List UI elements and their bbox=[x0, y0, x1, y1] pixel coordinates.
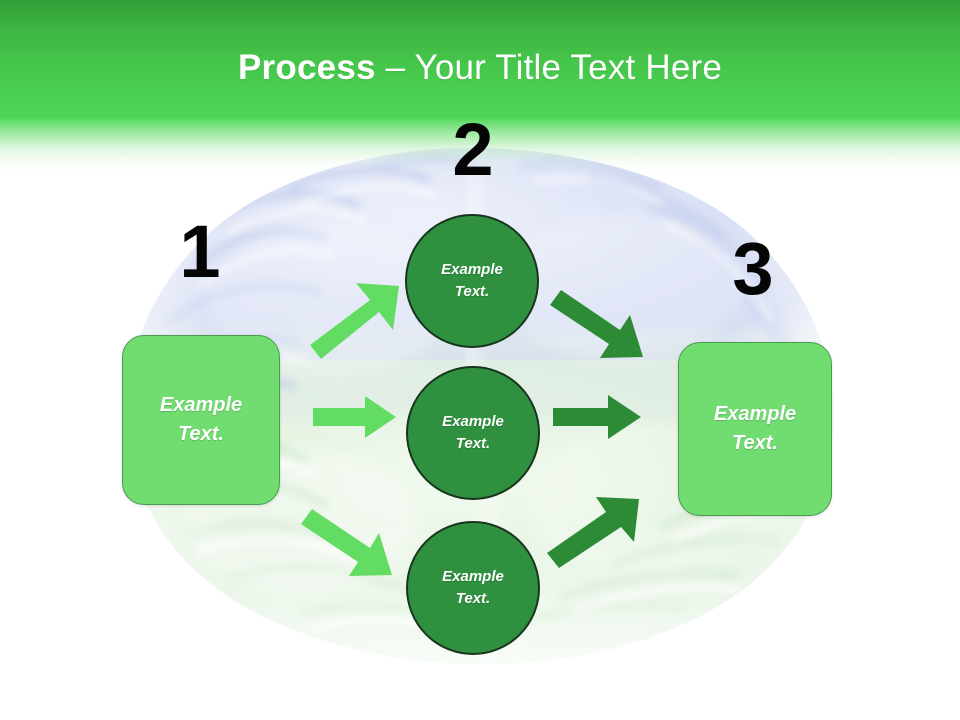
middle-example-circle-label: Example Text. bbox=[442, 411, 504, 455]
bottom-example-circle-label: Example Text. bbox=[442, 566, 504, 610]
left-example-box-label: Example Text. bbox=[160, 391, 242, 449]
top-example-circle-line2: Text. bbox=[454, 283, 490, 300]
right-example-box-label: Example Text. bbox=[714, 400, 796, 458]
top-example-circle-line1: Example bbox=[441, 261, 503, 279]
right-example-box-line1: Example bbox=[713, 403, 797, 425]
page-title-separator: – bbox=[385, 48, 415, 87]
arrow-middle-circle-to-right bbox=[553, 395, 641, 439]
bottom-example-circle-line2: Text. bbox=[455, 590, 491, 607]
header-band bbox=[0, 0, 960, 119]
top-example-circle-label: Example Text. bbox=[441, 259, 503, 303]
bottom-example-circle-line1: Example bbox=[442, 568, 504, 586]
bottom-example-circle[interactable]: Example Text. bbox=[406, 521, 540, 655]
arrow-left-to-bottom-circle bbox=[301, 509, 392, 576]
right-example-box-line2: Text. bbox=[732, 432, 778, 454]
arrow-bottom-circle-to-right bbox=[547, 497, 639, 568]
top-example-circle[interactable]: Example Text. bbox=[405, 214, 539, 348]
left-example-box[interactable]: Example Text. bbox=[122, 335, 280, 505]
middle-example-circle[interactable]: Example Text. bbox=[406, 366, 540, 500]
step-number-2: 2 bbox=[452, 108, 494, 191]
page-title-rest: Your Title Text Here bbox=[414, 48, 722, 87]
arrow-left-to-top-circle bbox=[310, 283, 399, 359]
middle-example-circle-line1: Example bbox=[442, 413, 504, 431]
page-title: Process – Your Title Text Here bbox=[0, 47, 960, 89]
middle-example-circle-line2: Text. bbox=[455, 435, 491, 452]
step-number-1: 1 bbox=[179, 210, 221, 293]
arrow-top-circle-to-right bbox=[550, 290, 643, 358]
left-example-box-line2: Text. bbox=[178, 423, 224, 445]
step-number-3: 3 bbox=[732, 227, 774, 310]
left-example-box-line1: Example bbox=[159, 394, 243, 416]
arrow-left-to-middle-circle bbox=[313, 396, 396, 438]
page-title-bold-part: Process bbox=[238, 48, 386, 87]
right-example-box[interactable]: Example Text. bbox=[678, 342, 832, 516]
